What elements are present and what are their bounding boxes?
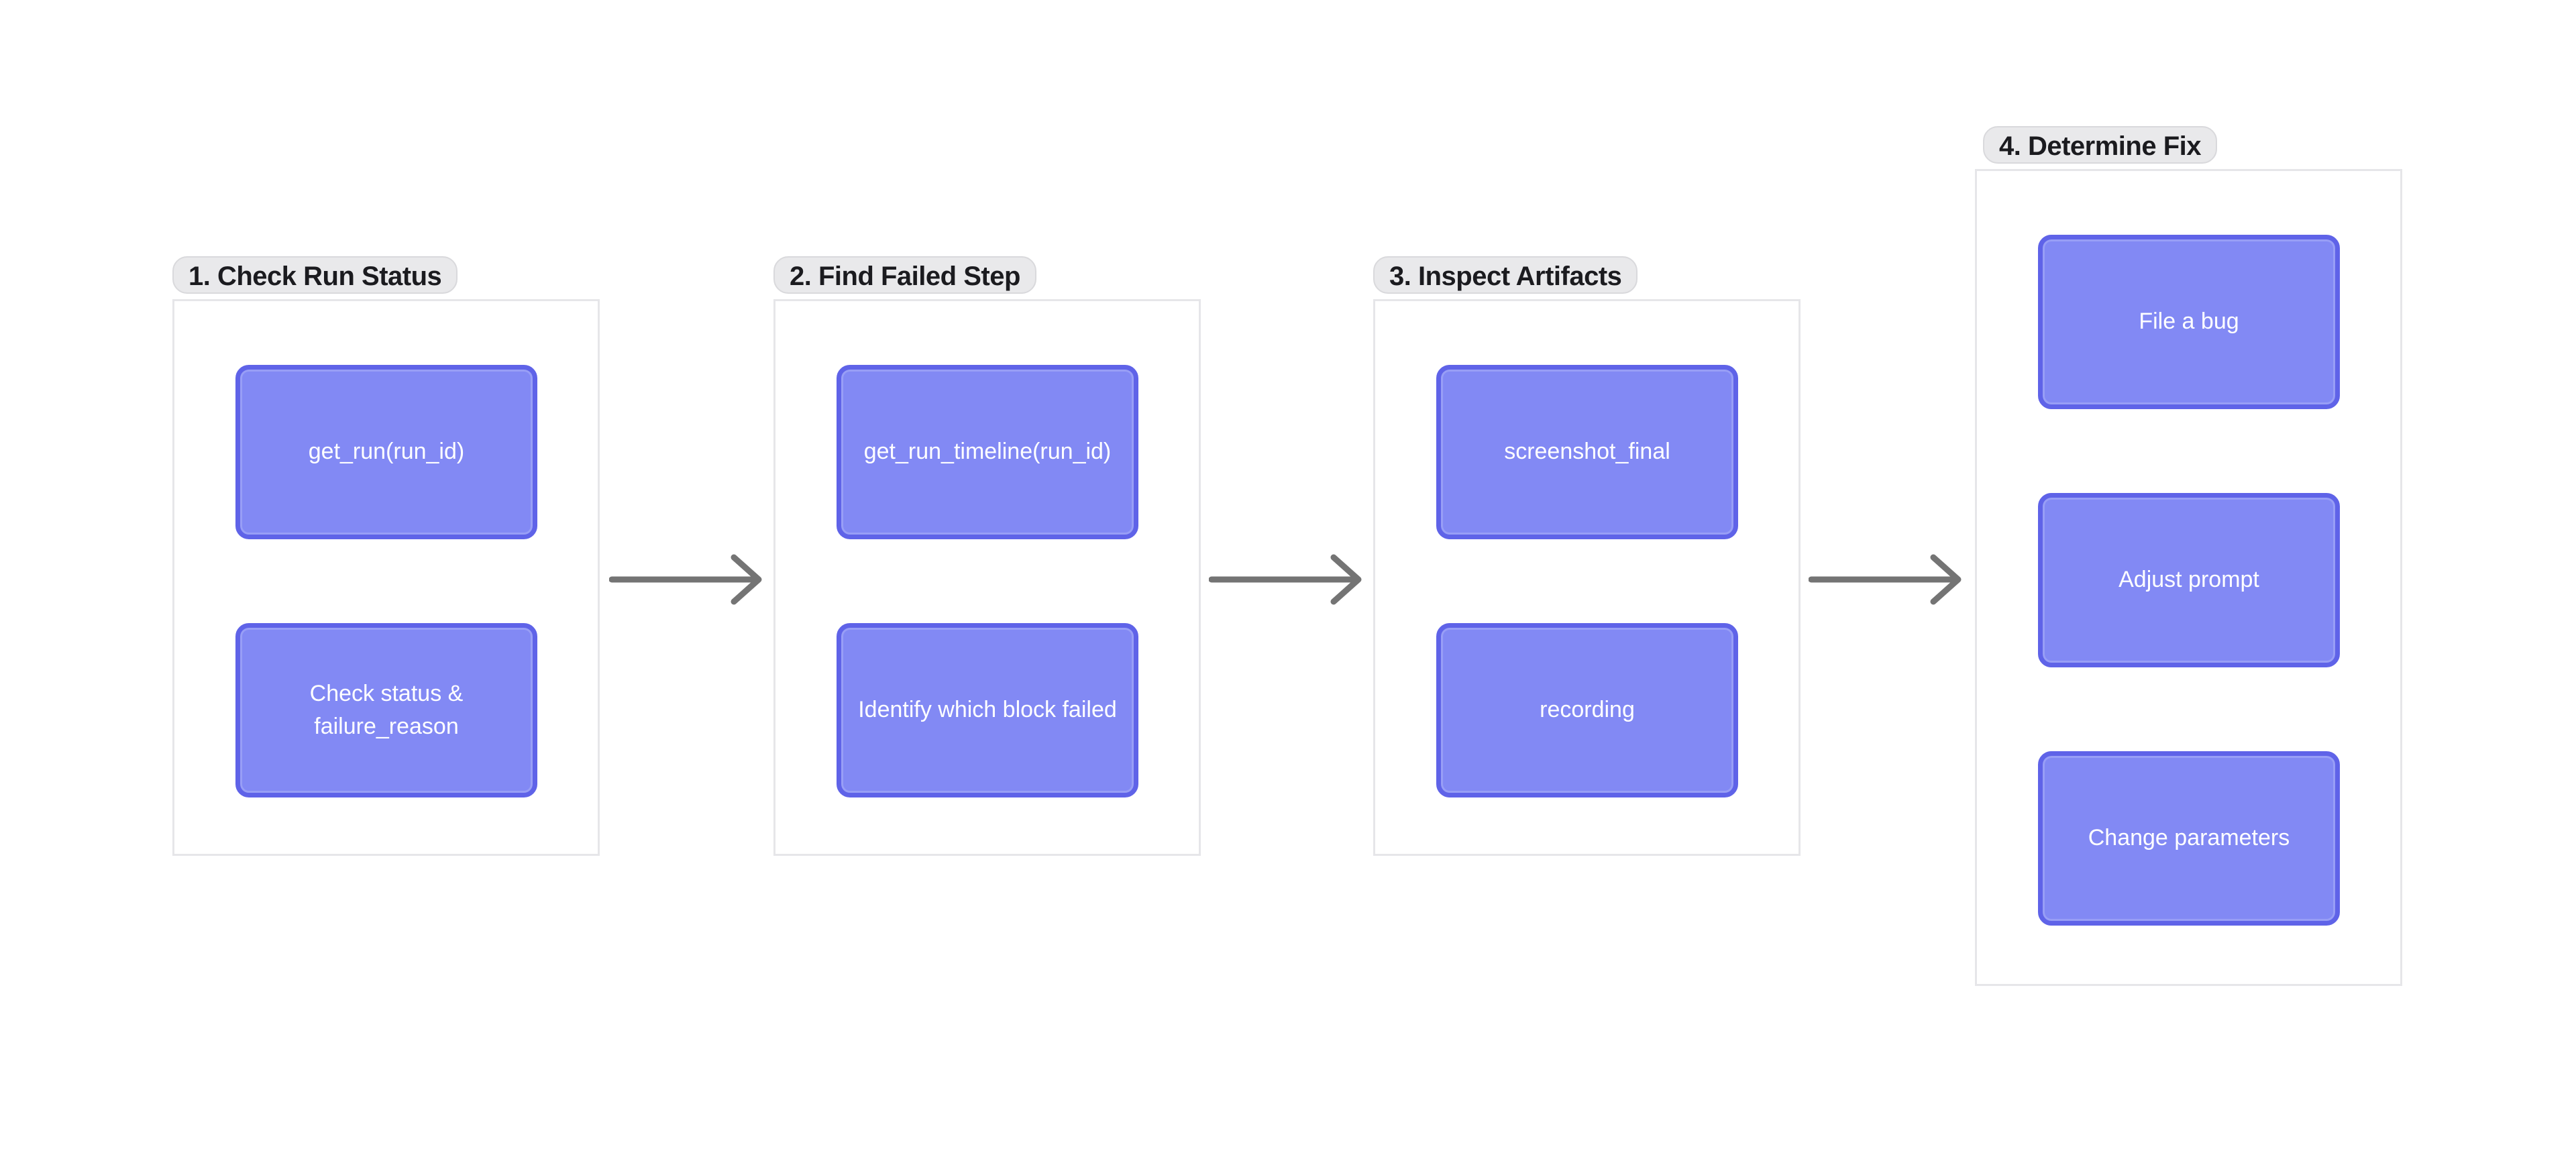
flow-node-label: get_run(run_id) (308, 439, 465, 465)
flow-arrow-1 (609, 554, 762, 605)
flow-node-identify-block: Identify which block failed (837, 623, 1138, 797)
group-frame-determine-fix: File a bug Adjust prompt Change paramete… (1975, 169, 2402, 986)
flow-node-label: get_run_timeline(run_id) (863, 439, 1112, 465)
flow-node-check-status: Check status & failure_reason (235, 623, 537, 797)
flow-node-label: recording (1540, 697, 1635, 723)
flow-node-get-run: get_run(run_id) (235, 365, 537, 539)
group-label-find-failed-step: 2. Find Failed Step (773, 256, 1036, 294)
flow-node-screenshot-final: screenshot_final (1436, 365, 1738, 539)
flow-node-label: Identify which block failed (858, 697, 1117, 723)
flow-node-change-parameters: Change parameters (2038, 751, 2340, 926)
group-frame-check-run-status: get_run(run_id) Check status & failure_r… (172, 299, 600, 856)
flow-node-adjust-prompt: Adjust prompt (2038, 493, 2340, 667)
flow-node-get-run-timeline: get_run_timeline(run_id) (837, 365, 1138, 539)
group-frame-find-failed-step: get_run_timeline(run_id) Identify which … (773, 299, 1201, 856)
flow-node-label: Check status & failure_reason (309, 680, 464, 739)
flow-node-file-a-bug: File a bug (2038, 235, 2340, 409)
flow-node-label: File a bug (2139, 309, 2239, 335)
flow-arrow-3 (1809, 554, 1962, 605)
flow-node-label: Adjust prompt (2118, 567, 2259, 593)
flow-node-label: Change parameters (2088, 825, 2290, 851)
group-label-determine-fix: 4. Determine Fix (1983, 126, 2218, 164)
group-label-inspect-artifacts: 3. Inspect Artifacts (1373, 256, 1638, 294)
group-label-check-run-status: 1. Check Run Status (172, 256, 458, 294)
group-frame-inspect-artifacts: screenshot_final recording (1373, 299, 1801, 856)
flow-node-label: screenshot_final (1504, 439, 1670, 465)
flow-node-recording: recording (1436, 623, 1738, 797)
flow-arrow-2 (1209, 554, 1362, 605)
